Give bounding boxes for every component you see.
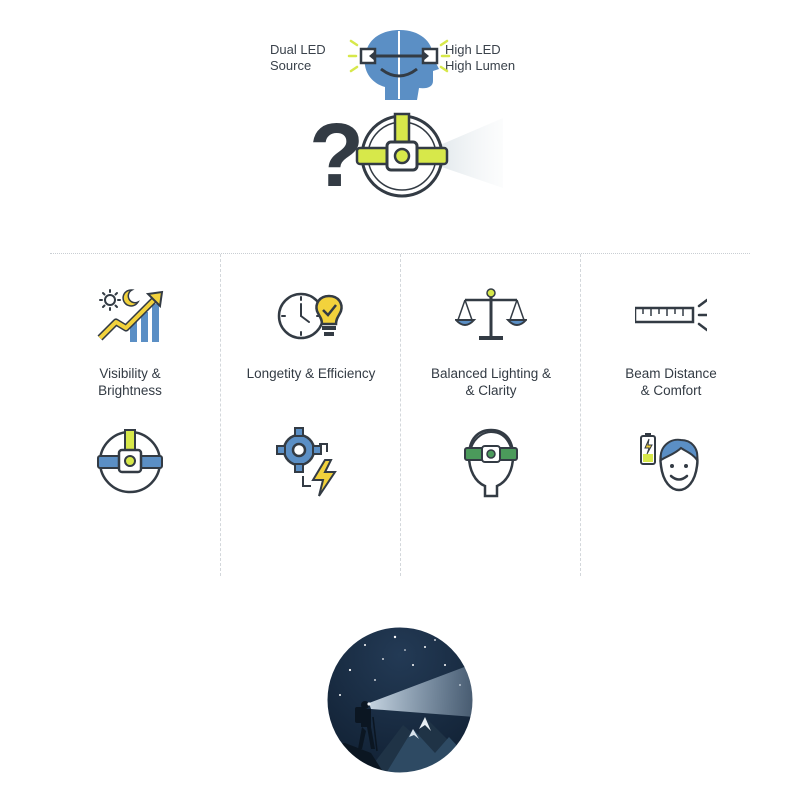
- dual-led-line1: Dual LED: [270, 42, 326, 57]
- feature-title: Balanced Lighting & & Clarity: [430, 366, 552, 398]
- gear-lightning-icon: [276, 427, 337, 497]
- high-led-line2: High Lumen: [445, 58, 516, 73]
- feature-title: Longetity & Efficiency: [246, 366, 376, 381]
- dual-led-line2: Source: [270, 58, 312, 73]
- high-led-label: High LED High Lumen: [445, 42, 535, 74]
- dual-led-label: Dual LED Source: [270, 42, 340, 74]
- battery-face-icon: [640, 433, 699, 492]
- section-divider: [50, 253, 750, 254]
- sun-moon-growth-chart-icon: [97, 289, 164, 342]
- high-led-line1: High LED: [445, 42, 501, 57]
- feature-longevity: Longetity & Efficiency: [220, 254, 401, 576]
- feature-grid: Visibility & Brightness Longetity & Effi…: [40, 254, 760, 576]
- feature-visibility: Visibility & Brightness: [40, 254, 220, 576]
- head-brain-icon: [347, 30, 451, 100]
- ruler-beam-icon: [635, 298, 707, 332]
- head-with-headlamp-icon: [464, 428, 518, 498]
- question-mark: ?: [309, 106, 364, 204]
- headlamp-question-icon: ?: [309, 106, 503, 204]
- balance-scale-icon: [455, 288, 527, 340]
- clock-bulb-icon: [277, 292, 343, 340]
- feature-title: Beam Distance & Comfort: [625, 366, 717, 398]
- night-hiker-mountain-icon: [326, 626, 474, 774]
- feature-balanced: Balanced Lighting & & Clarity: [400, 254, 581, 576]
- headlamp-round-icon: [97, 429, 163, 494]
- feature-title: Visibility & Brightness: [98, 366, 162, 398]
- feature-beam: Beam Distance & Comfort: [580, 254, 761, 576]
